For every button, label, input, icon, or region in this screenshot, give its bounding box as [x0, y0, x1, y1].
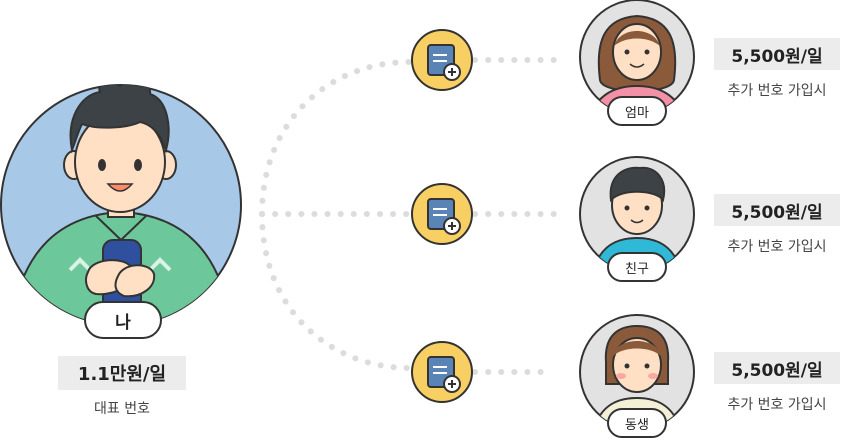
name-label-mom: 엄마: [607, 96, 667, 126]
price-label-sibling: 5,500원/일: [714, 352, 840, 384]
name-label-sibling: 동생: [607, 408, 667, 438]
price-label-mom: 5,500원/일: [714, 38, 840, 70]
connector-line-bottom: [259, 211, 413, 371]
note-label-me: 대표 번호: [94, 401, 150, 417]
note-label-friend: 추가 번호 가입시: [727, 239, 827, 255]
document-add-icon[interactable]: [411, 183, 473, 245]
note-label-sibling: 추가 번호 가입시: [727, 397, 827, 413]
name-label-friend: 친구: [607, 252, 667, 282]
document-add-icon[interactable]: [411, 29, 473, 91]
price-label-me: 1.1만원/일: [58, 356, 186, 390]
avatar-me: [0, 84, 242, 326]
price-label-friend: 5,500원/일: [714, 194, 840, 226]
name-label-me: 나: [84, 301, 162, 339]
connector-lines: [259, 57, 558, 375]
avatar-sibling: [579, 314, 695, 430]
note-label-mom: 추가 번호 가입시: [727, 83, 827, 99]
document-add-icon[interactable]: [411, 341, 473, 403]
connector-line-top: [259, 59, 413, 217]
